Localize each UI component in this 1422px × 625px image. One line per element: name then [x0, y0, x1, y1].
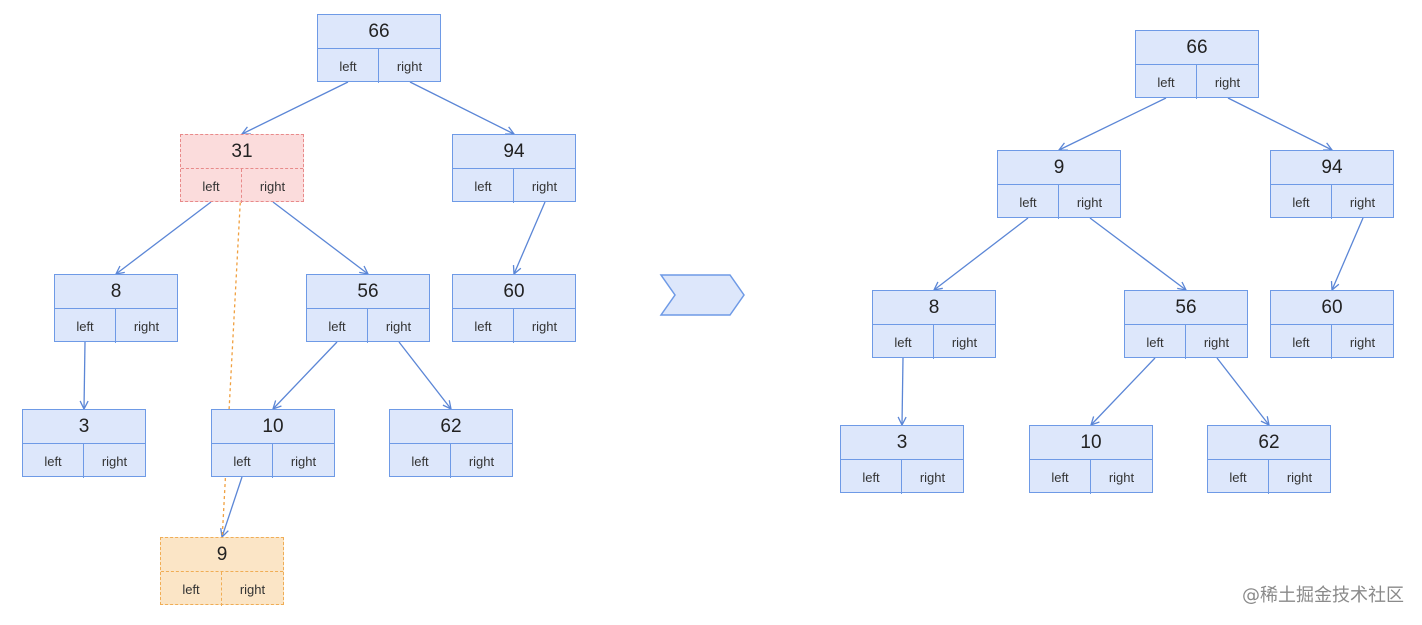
edge-66-9 [1059, 97, 1167, 150]
transform-chevron-icon [659, 274, 745, 316]
node-right-pointer: right [290, 453, 317, 469]
edge-66-94 [1227, 97, 1332, 150]
node-left-pointer: left [161, 572, 222, 606]
node-value: 62 [390, 410, 512, 444]
node-value: 9 [998, 151, 1120, 185]
node-left-pointer: left [1125, 325, 1186, 359]
node-right-pointer: right [531, 318, 558, 334]
node-right-pointer: right [385, 318, 412, 334]
node-left-pointer: left [873, 325, 934, 359]
node-right-pointer: right [1349, 334, 1376, 350]
edge-66-31 [242, 81, 349, 134]
edge-56-62 [1216, 357, 1269, 425]
node-right-pointer: right [133, 318, 160, 334]
edges-layer [84, 81, 1364, 537]
node-right-pointer: right [468, 453, 495, 469]
node-left-pointer: left [390, 444, 451, 478]
node-value: 94 [1271, 151, 1393, 185]
node-right-pointer: right [951, 334, 978, 350]
node-right-pointer: right [531, 178, 558, 194]
node-left-pointer: left [23, 444, 84, 478]
node-left-pointer: left [1136, 65, 1197, 99]
node-right-pointer: right [1349, 194, 1376, 210]
edge-56-10 [273, 341, 338, 409]
node-value: 60 [453, 275, 575, 309]
node-left-pointer: left [453, 169, 514, 203]
node-value: 3 [23, 410, 145, 444]
node-left-pointer: left [1208, 460, 1269, 494]
node-right-pointer: right [1203, 334, 1230, 350]
edge-31-56 [272, 201, 368, 274]
node-left-pointer: left [998, 185, 1059, 219]
node-value: 31 [181, 135, 303, 169]
node-value: 10 [212, 410, 334, 444]
edge-56-10 [1091, 357, 1156, 425]
node-value: 94 [453, 135, 575, 169]
node-left-pointer: left [1271, 185, 1332, 219]
node-value: 8 [55, 275, 177, 309]
move-layer [221, 170, 242, 542]
node-right-pointer: right [1214, 74, 1241, 90]
edge-94-60 [1332, 217, 1364, 290]
node-value: 8 [873, 291, 995, 325]
node-left-pointer: left [55, 309, 116, 343]
edge-56-62 [398, 341, 451, 409]
node-value: 66 [1136, 31, 1258, 65]
node-value: 56 [1125, 291, 1247, 325]
edge-94-60 [514, 201, 546, 274]
node-value: 56 [307, 275, 429, 309]
edge-8-3 [84, 341, 85, 409]
node-value: 3 [841, 426, 963, 460]
node-value: 60 [1271, 291, 1393, 325]
node-right-pointer: right [919, 469, 946, 485]
node-value: 66 [318, 15, 440, 49]
node-value: 10 [1030, 426, 1152, 460]
edge-8-3 [902, 357, 903, 425]
node-right-pointer: right [239, 581, 266, 597]
node-value: 62 [1208, 426, 1330, 460]
watermark: @稀土掘金技术社区 [1242, 585, 1404, 606]
edge-9-56 [1089, 217, 1186, 290]
node-value: 9 [161, 538, 283, 572]
edge-9-8 [934, 217, 1029, 290]
node-right-pointer: right [101, 453, 128, 469]
node-left-pointer: left [841, 460, 902, 494]
node-left-pointer: left [453, 309, 514, 343]
node-left-pointer: left [1271, 325, 1332, 359]
node-left-pointer: left [212, 444, 273, 478]
node-right-pointer: right [1286, 469, 1313, 485]
node-right-pointer: right [396, 58, 423, 74]
node-right-pointer: right [1108, 469, 1135, 485]
node-right-pointer: right [1076, 194, 1103, 210]
edge-10-9 [222, 476, 243, 537]
move-successor-arrow [221, 170, 242, 542]
node-right-pointer: right [259, 178, 286, 194]
node-left-pointer: left [318, 49, 379, 83]
edge-66-94 [409, 81, 514, 134]
node-left-pointer: left [307, 309, 368, 343]
node-left-pointer: left [1030, 460, 1091, 494]
edge-31-8 [116, 201, 212, 274]
node-left-pointer: left [181, 169, 242, 203]
